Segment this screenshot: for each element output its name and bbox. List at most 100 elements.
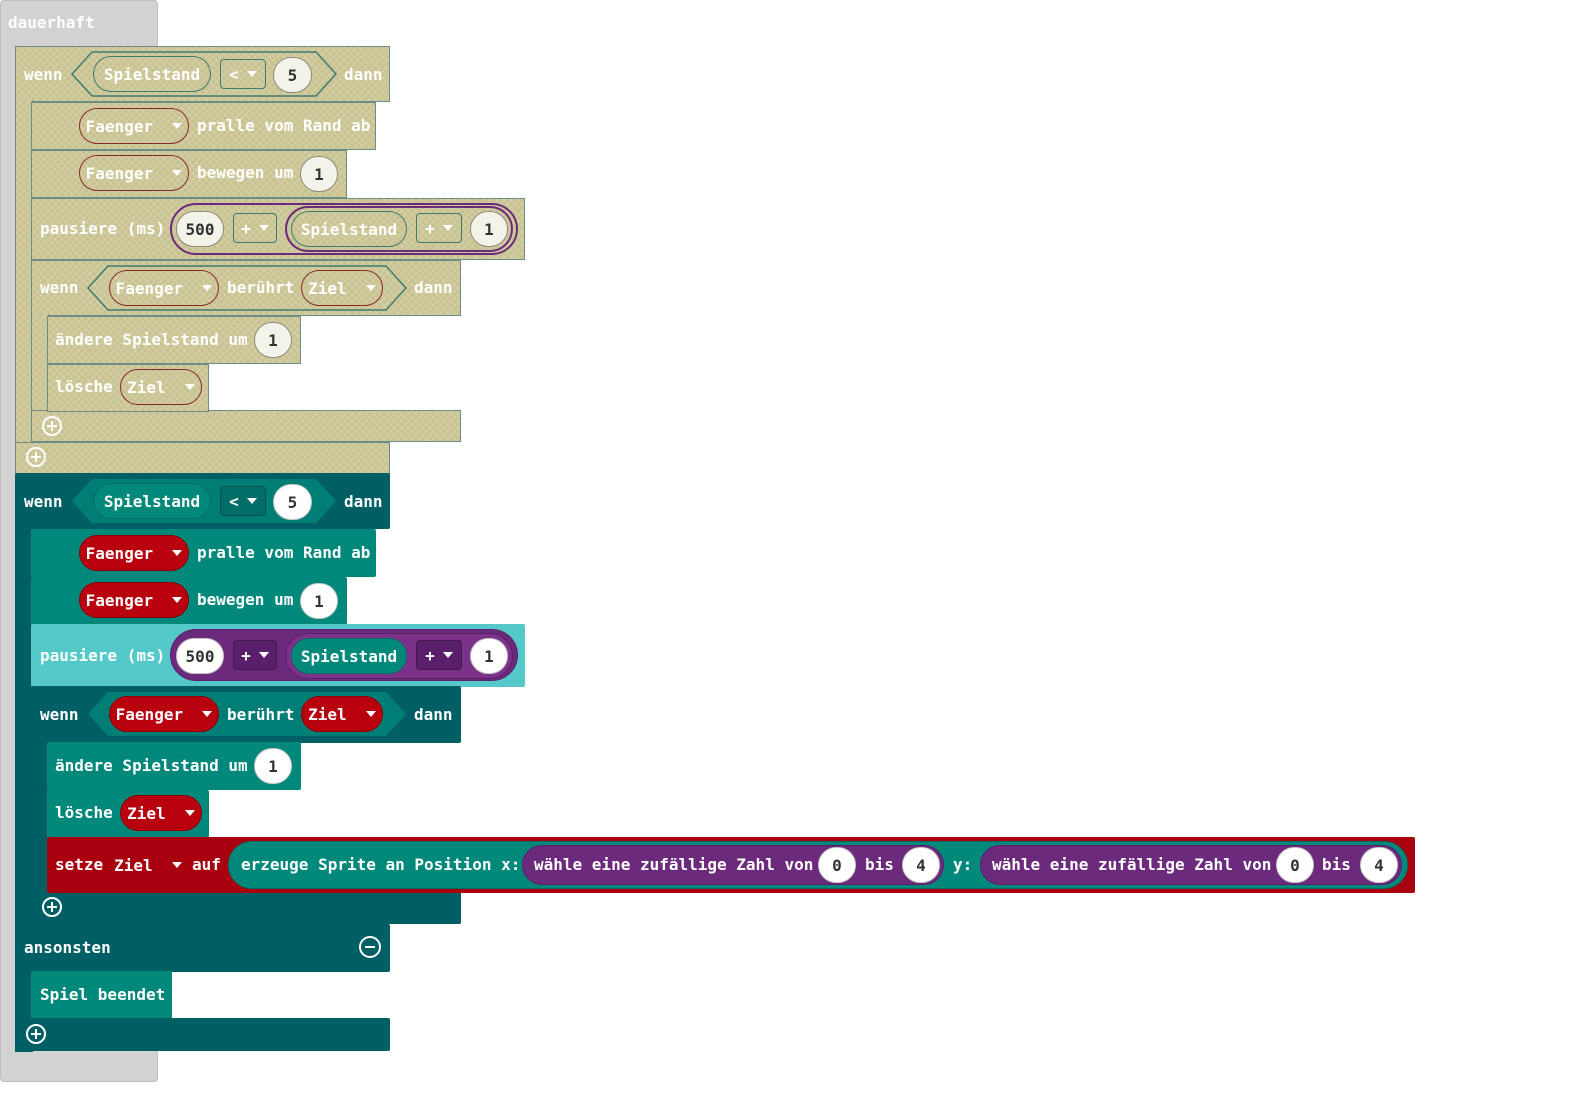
move-label: bewegen um (197, 163, 294, 182)
number-input[interactable]: 5 (273, 484, 312, 520)
bounce-label: pralle vom Rand ab (197, 543, 371, 562)
inner-if-footer[interactable] (31, 892, 461, 924)
number-input[interactable]: 1 (470, 211, 508, 247)
chevron-down-icon (184, 810, 195, 816)
game-over-block[interactable] (31, 971, 172, 1019)
pause-block[interactable] (31, 198, 525, 260)
else-label: ansonsten (24, 938, 111, 957)
kind-dropdown[interactable]: Ziel (301, 696, 383, 732)
chevron-down-icon (202, 285, 213, 291)
bis-label: bis (1322, 855, 1351, 874)
number-input[interactable]: 0 (818, 847, 856, 883)
chevron-down-icon (171, 862, 182, 868)
kind-dropdown[interactable]: Ziel (120, 795, 202, 831)
variable-spielstand[interactable]: Spielstand (291, 638, 407, 674)
math-expression-inner (285, 206, 513, 252)
dann-label: dann (344, 65, 383, 84)
touches-label: berührt (227, 278, 295, 297)
ghost-if-spine (15, 100, 33, 445)
chevron-down-icon (442, 652, 453, 658)
sprite-dropdown[interactable]: Faenger (79, 108, 189, 144)
wenn-label: wenn (24, 65, 63, 84)
chevron-down-icon (442, 225, 453, 231)
variable-spielstand[interactable]: Spielstand (291, 211, 407, 247)
chevron-down-icon (246, 71, 257, 77)
operator-label: + (425, 218, 435, 238)
random-number-expression (980, 845, 1402, 885)
operator-dropdown[interactable]: + (233, 213, 277, 243)
if-spine (15, 527, 33, 1052)
bis-label: bis (865, 855, 894, 874)
number-input[interactable]: 1 (300, 156, 338, 192)
number-input[interactable]: 0 (1276, 847, 1314, 883)
chevron-down-icon (172, 123, 183, 129)
operator-dropdown[interactable]: + (416, 213, 462, 243)
kind-label: Ziel (308, 704, 347, 724)
operator-dropdown[interactable]: < (220, 59, 266, 89)
sprite-dropdown[interactable]: Faenger (79, 582, 189, 618)
kind-dropdown[interactable]: Ziel (301, 270, 383, 306)
dann-label: dann (414, 278, 453, 297)
sprite-dropdown[interactable]: Faenger (109, 696, 219, 732)
delete-label: lösche (55, 377, 113, 396)
kind-dropdown[interactable]: Ziel (120, 369, 202, 405)
touches-label: berührt (227, 705, 295, 724)
wenn-label: wenn (24, 492, 63, 511)
operator-dropdown[interactable]: < (220, 486, 266, 516)
chevron-down-icon (246, 498, 257, 504)
chevron-down-icon (172, 597, 183, 603)
operator-label: < (229, 491, 239, 511)
pause-label: pausiere (ms) (40, 646, 166, 665)
add-branch-icon[interactable] (42, 416, 62, 436)
game-over-label: Spiel beendet (40, 985, 166, 1004)
number-input[interactable]: 4 (1360, 847, 1398, 883)
sprite-dropdown[interactable]: Faenger (79, 155, 189, 191)
kind-dropdown[interactable]: Ziel (109, 847, 187, 883)
variable-spielstand[interactable]: Spielstand (93, 56, 211, 92)
if-footer[interactable] (15, 1018, 390, 1051)
dann-label: dann (414, 705, 453, 724)
add-branch-icon[interactable] (42, 897, 62, 917)
kind-label: Ziel (308, 278, 347, 298)
sprite-label: Faenger (85, 163, 154, 183)
remove-else-icon[interactable] (359, 936, 381, 958)
operator-label: + (241, 645, 251, 665)
number-input[interactable]: 1 (254, 322, 292, 358)
chevron-down-icon (365, 285, 376, 291)
else-header[interactable] (15, 924, 390, 972)
auf-label: auf (192, 855, 221, 874)
number-input[interactable]: 4 (902, 847, 940, 883)
kind-label: Ziel (127, 377, 166, 397)
chevron-down-icon (258, 652, 269, 658)
number-input[interactable]: 1 (300, 583, 338, 619)
variable-spielstand[interactable]: Spielstand (93, 483, 211, 519)
operator-label: < (229, 64, 239, 84)
pause-label: pausiere (ms) (40, 219, 166, 238)
sprite-label: Faenger (115, 704, 184, 724)
add-branch-icon[interactable] (26, 447, 46, 467)
number-input[interactable]: 5 (273, 57, 312, 93)
y-label: y: (953, 855, 973, 874)
sprite-dropdown[interactable]: Faenger (79, 535, 189, 571)
change-label: ändere Spielstand um (55, 330, 248, 349)
delete-label: lösche (55, 803, 113, 822)
number-input[interactable]: 500 (176, 211, 224, 247)
operator-label: + (241, 218, 251, 238)
ghost-if-footer[interactable] (15, 442, 390, 474)
chevron-down-icon (184, 384, 195, 390)
number-input[interactable]: 1 (254, 748, 292, 784)
sprite-label: Faenger (85, 590, 154, 610)
number-input[interactable]: 1 (470, 638, 508, 674)
sprite-dropdown[interactable]: Faenger (109, 270, 219, 306)
change-label: ändere Spielstand um (55, 756, 248, 775)
operator-dropdown[interactable]: + (416, 640, 462, 670)
wenn-label: wenn (40, 278, 79, 297)
setze-label: setze (55, 855, 104, 874)
sprite-label: Faenger (85, 116, 154, 136)
operator-dropdown[interactable]: + (233, 640, 277, 670)
number-input[interactable]: 500 (176, 638, 224, 674)
random-label: wähle eine zufällige Zahl von (992, 855, 1272, 874)
dann-label: dann (344, 492, 383, 511)
inner-if-footer[interactable] (31, 410, 461, 442)
add-branch-icon[interactable] (26, 1024, 46, 1044)
